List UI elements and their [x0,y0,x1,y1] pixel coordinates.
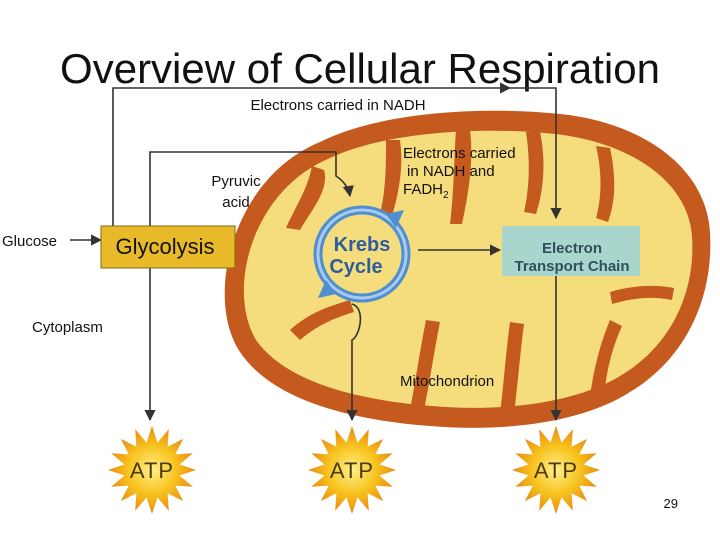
glycolysis-label: Glycolysis [115,234,214,259]
glycolysis-box [100,225,236,269]
atp-star: ATP [108,426,196,514]
atp-arrow-middle [346,303,362,422]
atp-star: ATP [308,426,396,514]
krebs-label-line2: Cycle [329,256,382,278]
atp-star-shape [108,426,196,514]
krebs-cycle: Krebs Cycle [313,205,411,303]
etc-label-line1: Electron [542,240,602,257]
atp-star-shape [512,426,600,514]
electrons-label-line2: in NADH and [407,163,495,180]
krebs-cycle-arrowhead-bottom [318,280,336,298]
etc-label-line2: Transport Chain [514,258,629,275]
pyruvic-label-line1: Pyruvic [211,173,261,190]
glucose-label: Glucose [2,233,57,250]
connector-arrows [70,82,562,422]
nadh-top-label: Electrons carried in NADH [250,97,425,114]
pyruvic-arrow [149,151,354,236]
nadh-down-etc-line [510,87,562,220]
matrix [243,130,693,408]
krebs-cycle-arrowhead-top [386,210,404,228]
atp-label: ATP [534,458,578,483]
page-number: 29 [664,496,678,511]
krebs-label-line1: Krebs [334,234,391,256]
atp-star: ATP [512,426,600,514]
electrons-label-line1: Electrons carried [403,145,516,162]
slide-title: Overview of Cellular Respiration [60,45,660,92]
etc-box [502,226,640,276]
pyruvic-label-line2: acid [222,194,250,211]
fadh-label: FADH2 [403,181,449,201]
mitochondrion-label: Mitochondrion [400,373,494,390]
atp-label: ATP [130,458,174,483]
atp-label: ATP [330,458,374,483]
cytoplasm-label: Cytoplasm [32,319,103,336]
cristae [286,130,674,414]
atp-star-shape [308,426,396,514]
atp-stars: ATP ATP ATP [108,426,600,514]
nadh-top-arrow [112,82,512,236]
